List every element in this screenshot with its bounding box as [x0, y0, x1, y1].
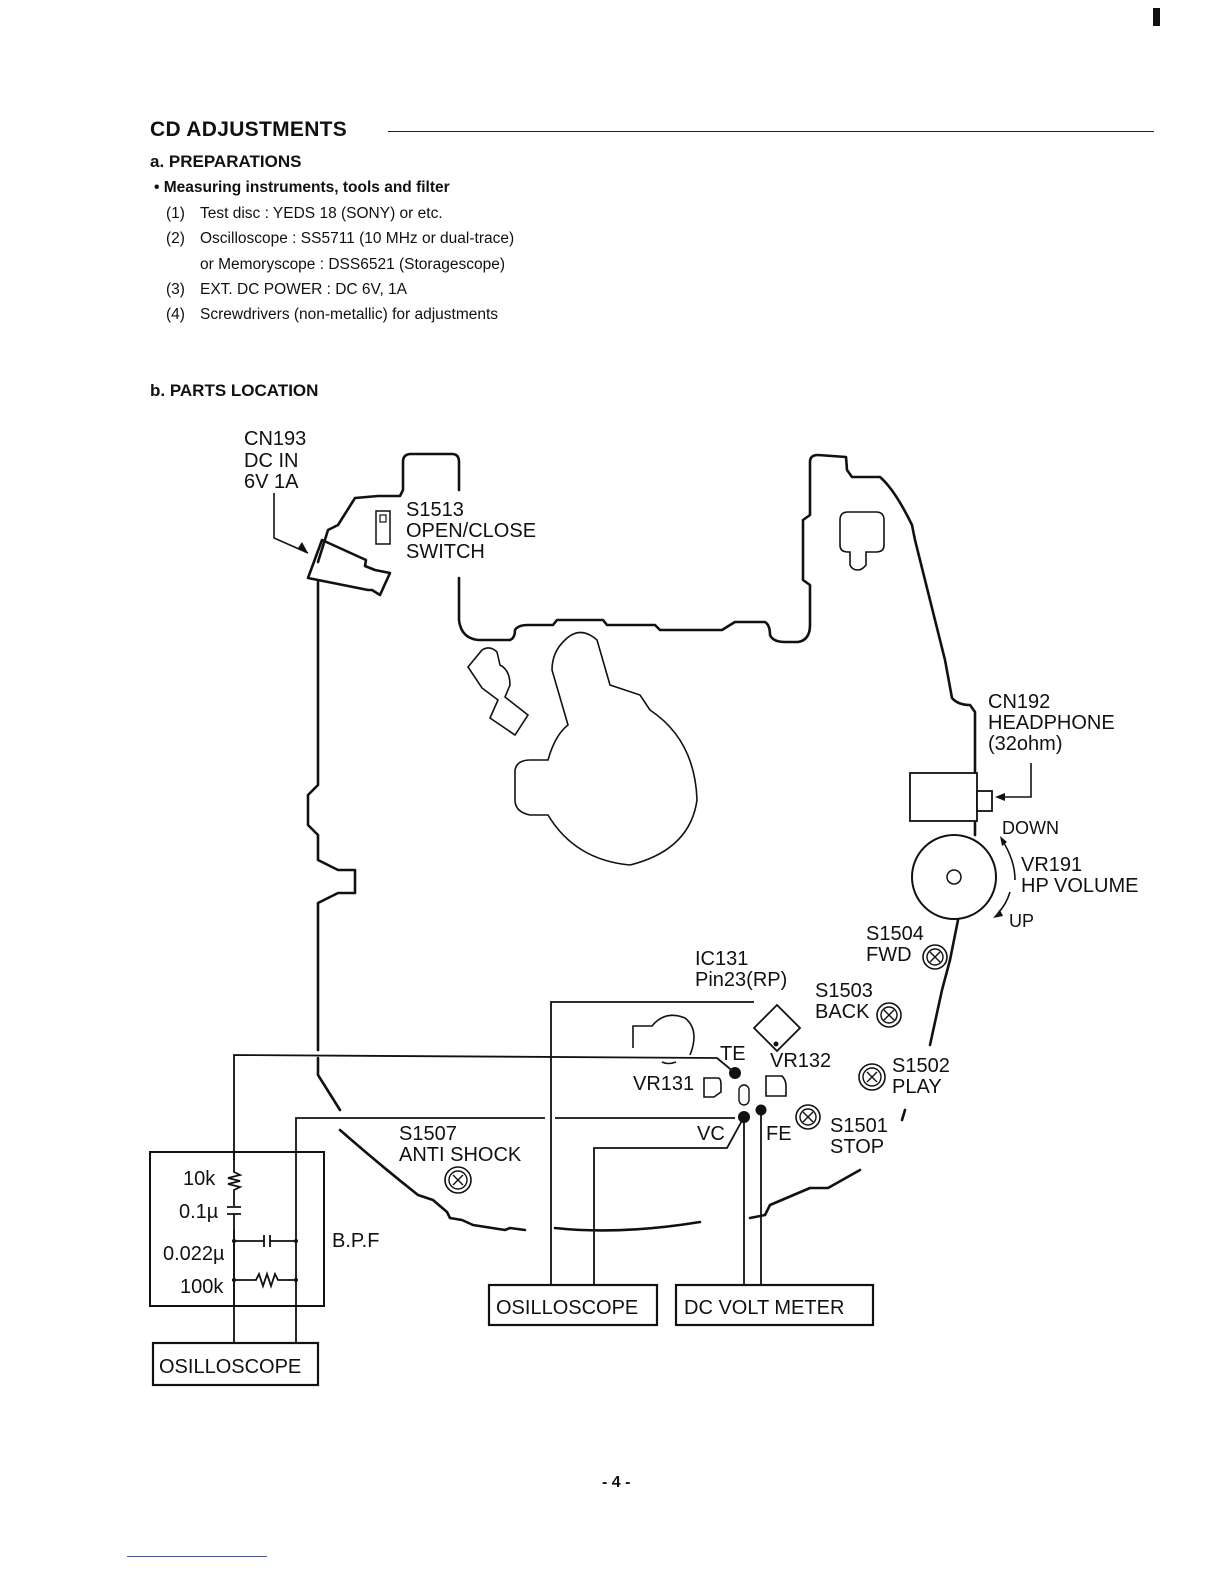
item-number: (3) [166, 281, 185, 298]
s1503-label-1: S1503 [815, 980, 873, 1002]
vr191-label-1: VR191 [1021, 854, 1082, 876]
ic131-chip [752, 1003, 802, 1053]
item-text: Screwdrivers (non-metallic) for adjustme… [200, 306, 499, 323]
s1507-label-1: S1507 [399, 1123, 457, 1145]
switch-s1507-icon [444, 1166, 472, 1194]
cn193-label-3: 6V 1A [244, 471, 299, 493]
s1504-label-1: S1504 [866, 923, 924, 945]
cn193-label-1: CN193 [244, 428, 306, 450]
oscilloscope-left-box [151, 1341, 320, 1387]
s1513-label-1: S1513 [406, 499, 464, 521]
item-number: (2) [166, 230, 185, 247]
bottom-link-line [127, 1556, 267, 1557]
s1503-label-2: BACK [815, 1001, 870, 1023]
page-edge-mark [1153, 8, 1160, 26]
ic131-label-1: IC131 [695, 948, 748, 970]
title-rule [388, 131, 1154, 132]
s1507-label-2: ANTI SHOCK [399, 1144, 522, 1166]
open-close-switch-s1513 [375, 510, 391, 545]
measurement-wires [233, 1001, 762, 1343]
vr132-label: VR132 [770, 1050, 831, 1072]
vr131-trimmer-icon [703, 1077, 722, 1098]
pcb-outline [306, 452, 977, 1232]
dc-volt-meter-label: DC VOLT METER [684, 1297, 844, 1319]
dc-volt-meter-box [674, 1283, 875, 1327]
preparations-heading: a. PREPARATIONS [150, 152, 302, 171]
cn192-label-1: CN192 [988, 691, 1050, 713]
cn192-label-3: (32ohm) [988, 733, 1062, 755]
s1502-label-1: S1502 [892, 1055, 950, 1077]
headphone-jack-cn192 [909, 763, 1032, 822]
bpf-r1-label: 10k [183, 1168, 216, 1190]
vr191-label-2: HP VOLUME [1021, 875, 1138, 897]
pcb-component-outline [661, 1061, 677, 1065]
cn193-label-2: DC IN [244, 450, 298, 472]
s1513-label-3: SWITCH [406, 541, 485, 563]
parts-location-heading: b. PARTS LOCATION [150, 381, 319, 400]
switch-s1501-icon [795, 1104, 821, 1130]
vr191-up-label: UP [1009, 911, 1034, 931]
s1504-label-2: FWD [866, 944, 912, 966]
pcb-cutouts [467, 511, 885, 866]
bpf-c1-label: 0.1µ [179, 1201, 219, 1223]
vr131-label: VR131 [633, 1073, 694, 1095]
switch-s1504-icon [922, 944, 948, 970]
section-title: CD ADJUSTMENTS [150, 118, 348, 141]
item-text: or Memoryscope : DSS6521 (Storagescope) [200, 256, 505, 273]
item-number: (4) [166, 306, 185, 323]
bpf-c2-label: 0.022µ [163, 1243, 225, 1265]
bpf-label: B.P.F [332, 1230, 379, 1252]
te-label: TE [720, 1043, 746, 1065]
oscilloscope-center-box [487, 1283, 659, 1327]
bpf-r2-label: 100k [180, 1276, 224, 1298]
oscilloscope-center-label: OSILLOSCOPE [496, 1297, 638, 1319]
page-number: - 4 - [602, 1474, 631, 1491]
oscilloscope-left-label: OSILLOSCOPE [159, 1356, 301, 1378]
test-point-oval [738, 1084, 750, 1106]
vc-label: VC [697, 1123, 725, 1145]
item-text: Oscilloscope : SS5711 (10 MHz or dual-tr… [200, 230, 515, 247]
ic131-label-2: Pin23(RP) [695, 969, 787, 991]
dc-jack-cn193 [273, 493, 392, 597]
s1501-label-2: STOP [830, 1136, 884, 1158]
vr132-trimmer-icon [765, 1075, 787, 1097]
band-pass-filter [149, 1151, 325, 1307]
s1513-label-2: OPEN/CLOSE [406, 520, 536, 542]
volume-knob-vr191 [911, 834, 1016, 920]
pcb-component-outline [632, 1014, 695, 1056]
switch-s1503-icon [876, 1002, 902, 1028]
item-text: EXT. DC POWER : DC 6V, 1A [200, 281, 408, 298]
vr191-down-label: DOWN [1002, 818, 1059, 838]
switch-s1502-icon [858, 1063, 886, 1091]
item-text: Test disc : YEDS 18 (SONY) or etc. [200, 205, 443, 222]
cn192-label-2: HEADPHONE [988, 712, 1115, 734]
preparations-bullet: • Measuring instruments, tools and filte… [154, 179, 450, 196]
s1501-label-1: S1501 [830, 1115, 888, 1137]
item-number: (1) [166, 205, 185, 222]
fe-label: FE [766, 1123, 792, 1145]
s1502-label-2: PLAY [892, 1076, 942, 1098]
